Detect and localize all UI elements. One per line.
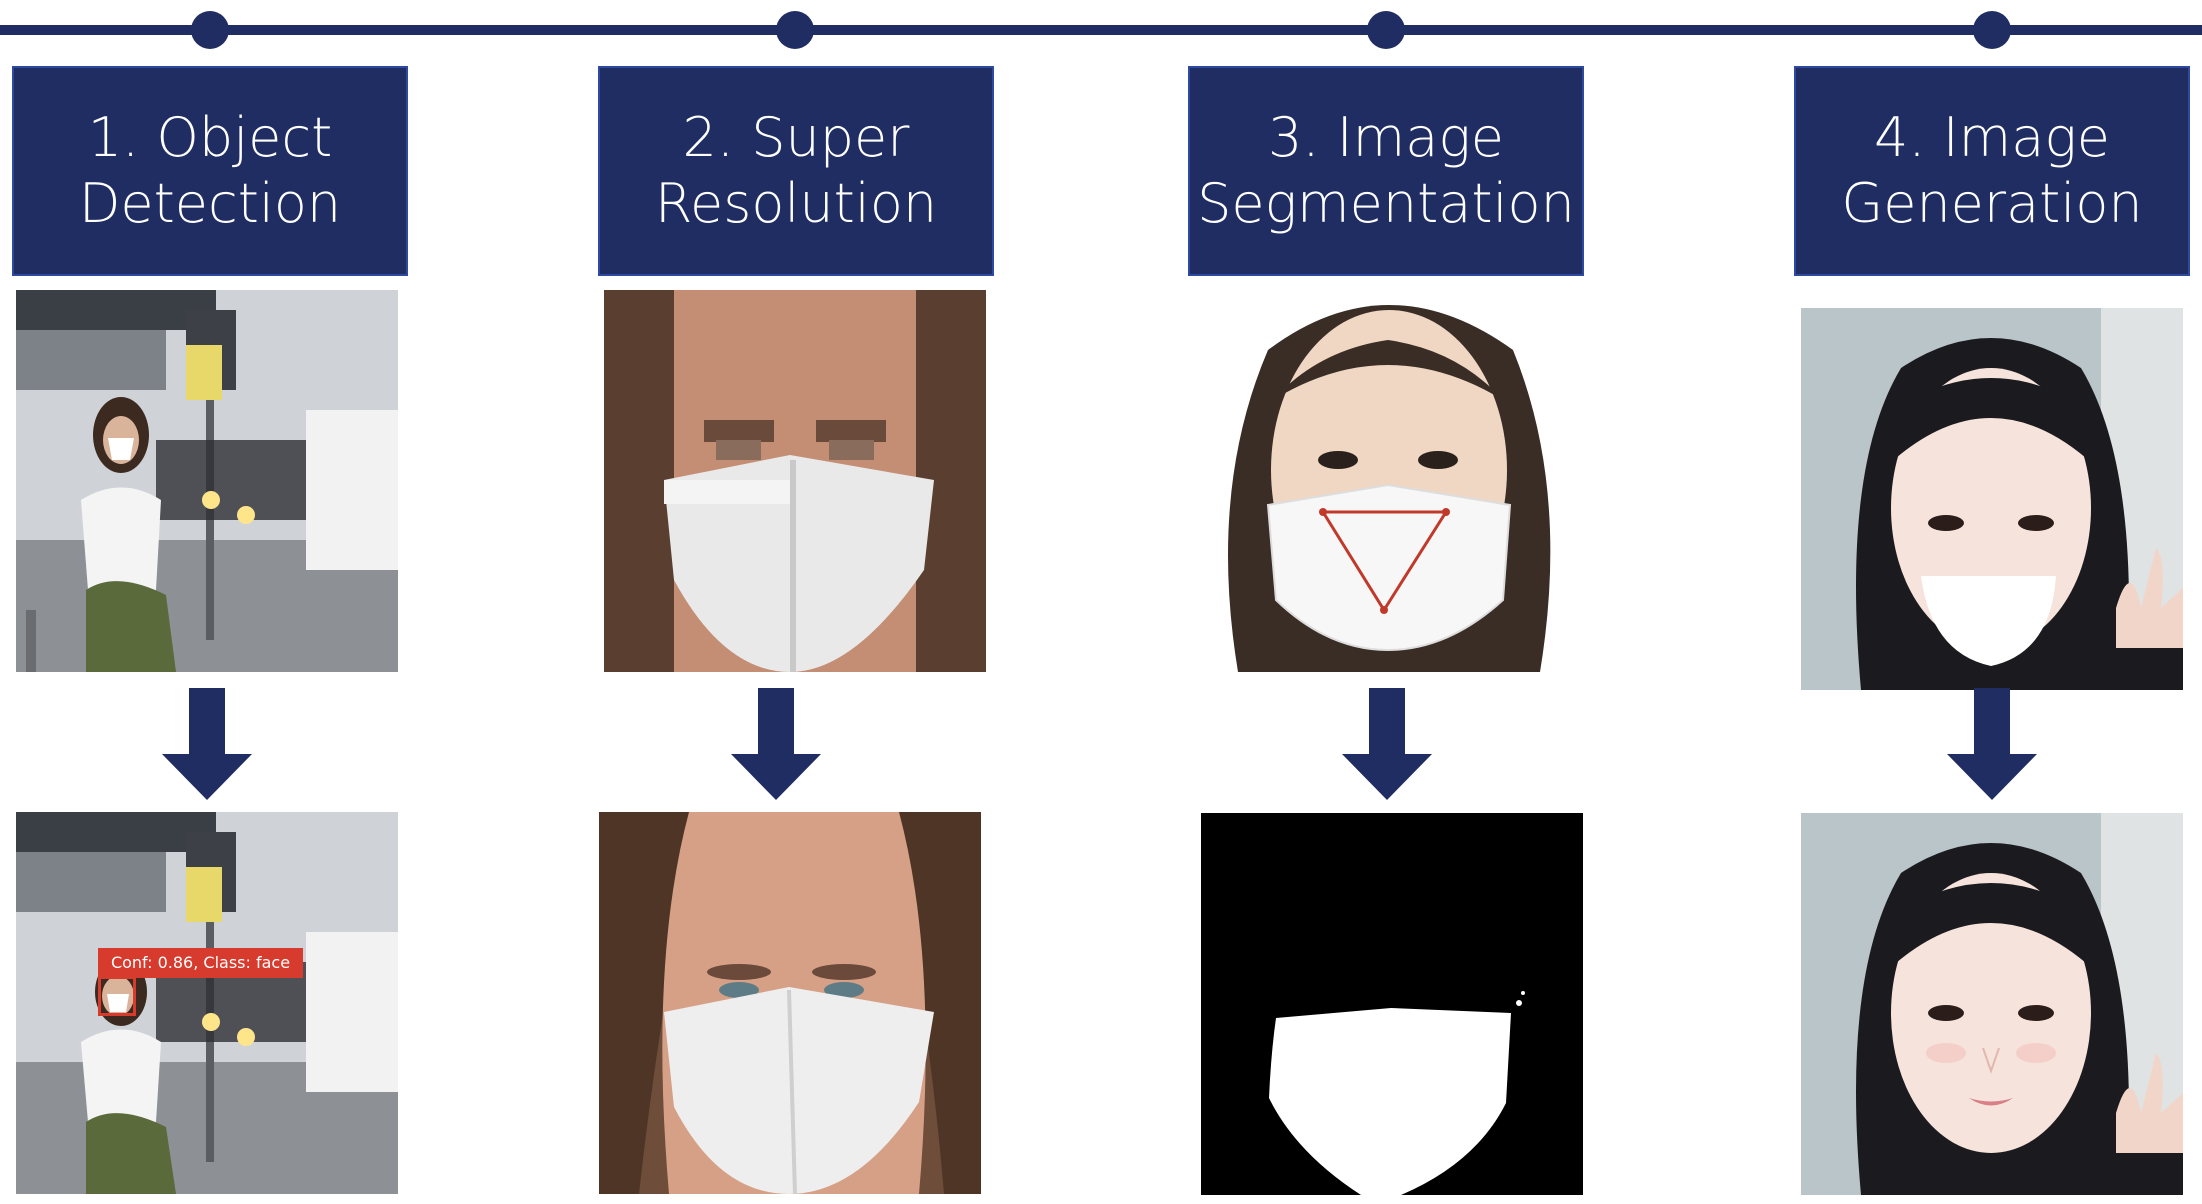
detection-output-photo: Conf: 0.86, Class: face: [16, 812, 398, 1194]
segmentation-mask-output: [1201, 813, 1583, 1195]
generation-output-photo: [1801, 813, 2183, 1195]
timeline-node-4: [1973, 11, 2011, 49]
stage-box-object-detection: 1. Object Detection: [12, 66, 408, 276]
detection-input-photo: [16, 290, 398, 672]
stage-title-3: 3. Image Segmentation: [1197, 106, 1575, 235]
timeline-node-3: [1367, 11, 1405, 49]
super-resolution-input-photo: [604, 290, 986, 672]
detection-bounding-box: [98, 976, 136, 1016]
stage-title-2: 2. Super Resolution: [654, 106, 938, 235]
timeline-line: [0, 25, 2202, 35]
generation-input-photo: [1801, 308, 2183, 690]
timeline-node-1: [191, 11, 229, 49]
down-arrow-icon-3: [1342, 688, 1432, 800]
super-resolution-output-photo: [599, 812, 981, 1194]
down-arrow-icon-4: [1947, 688, 2037, 800]
timeline-node-2: [776, 11, 814, 49]
segmentation-input-photo: [1198, 290, 1580, 672]
down-arrow-icon-1: [162, 688, 252, 800]
stage-box-image-generation: 4. Image Generation: [1794, 66, 2190, 276]
stage-title-4: 4. Image Generation: [1841, 106, 2143, 235]
down-arrow-icon-2: [731, 688, 821, 800]
stage-box-super-resolution: 2. Super Resolution: [598, 66, 994, 276]
stage-box-image-segmentation: 3. Image Segmentation: [1188, 66, 1584, 276]
stage-title-1: 1. Object Detection: [78, 106, 342, 235]
detection-label: Conf: 0.86, Class: face: [98, 948, 303, 978]
